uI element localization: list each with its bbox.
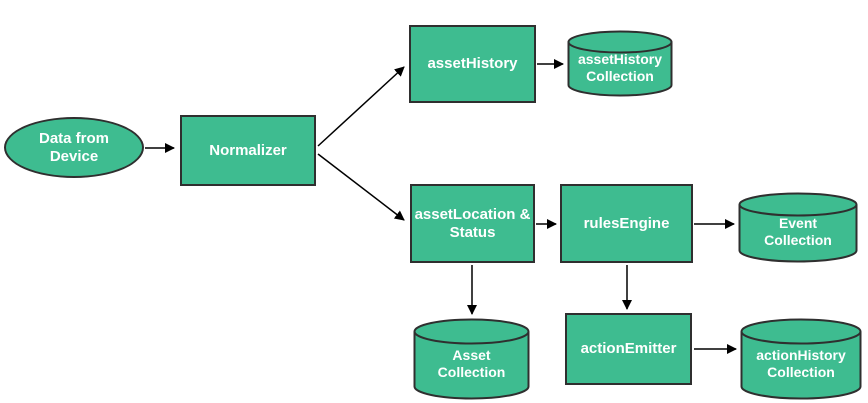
node-label-asset-location-status: assetLocation & Status bbox=[414, 205, 531, 241]
node-label-action-emitter: actionEmitter bbox=[580, 340, 677, 357]
node-label-asset-history-collection: assetHistory Collection bbox=[577, 50, 663, 84]
node-label-normalizer: Normalizer bbox=[209, 141, 287, 159]
node-event-collection: Event Collection bbox=[738, 192, 858, 263]
node-label-asset-history: assetHistory bbox=[427, 55, 518, 72]
node-asset-history-collection: assetHistory Collection bbox=[567, 30, 673, 97]
node-asset-location-status: assetLocation & Status bbox=[410, 184, 535, 263]
node-label-asset-collection: Asset Collection bbox=[437, 347, 506, 380]
edge-normalizer-to-asset-location-status bbox=[317, 153, 405, 221]
node-rules-engine: rulesEngine bbox=[560, 184, 693, 263]
node-label-action-history-collection: actionHistory Collection bbox=[756, 347, 846, 380]
node-asset-history: assetHistory bbox=[409, 25, 536, 103]
node-action-history-collection: actionHistory Collection bbox=[740, 318, 862, 400]
node-label-rules-engine: rulesEngine bbox=[583, 214, 670, 232]
cylinder-shape bbox=[738, 192, 858, 263]
node-action-emitter: actionEmitter bbox=[565, 313, 692, 385]
cylinder-shape bbox=[567, 30, 673, 97]
node-normalizer: Normalizer bbox=[180, 115, 316, 186]
node-label-event-collection: Event Collection bbox=[764, 214, 832, 248]
node-data-from-device: Data from Device bbox=[4, 117, 144, 178]
node-label-data-from-device: Data from Device bbox=[38, 129, 109, 165]
cylinder-shape bbox=[740, 318, 862, 400]
node-asset-collection: Asset Collection bbox=[413, 318, 530, 400]
edge-normalizer-to-asset-history bbox=[317, 66, 405, 147]
cylinder-shape bbox=[413, 318, 530, 400]
